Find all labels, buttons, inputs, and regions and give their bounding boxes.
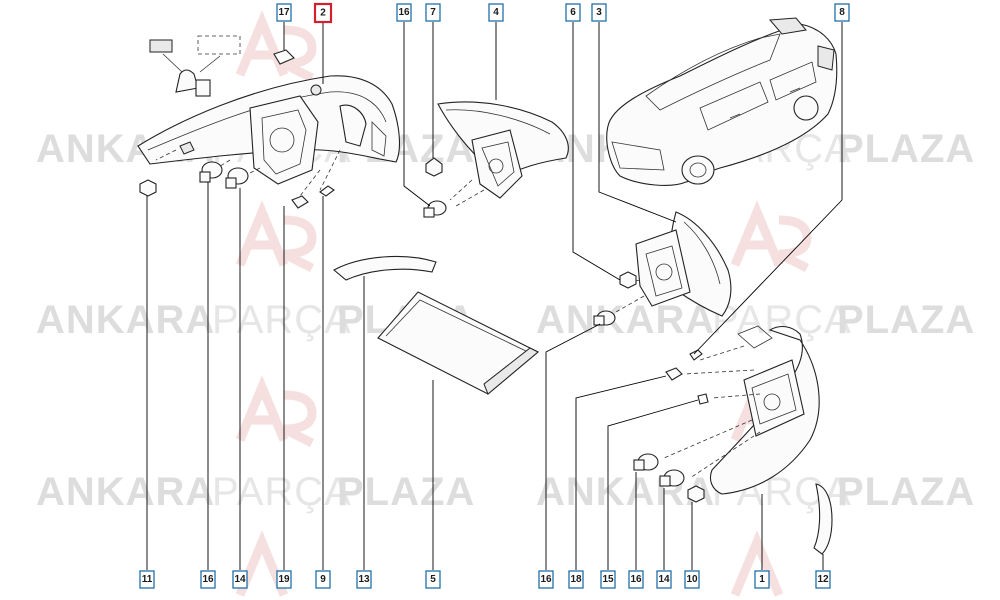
- callout-text: 16: [630, 574, 642, 585]
- reflector-13: [333, 255, 437, 281]
- callout-13[interactable]: 13: [356, 570, 372, 589]
- watermark-ankara: ANKARA: [36, 298, 215, 342]
- bulb-14-left: [225, 167, 249, 189]
- bulb-16-top: [423, 200, 447, 218]
- callout-15[interactable]: 15: [600, 570, 616, 589]
- watermark-plaza: PLAZA: [337, 470, 475, 514]
- watermark-ankara: ANKARA: [536, 470, 715, 514]
- callout-19[interactable]: 19: [276, 570, 292, 589]
- callout-text: 16: [202, 574, 214, 585]
- watermark-ankara: ANKARA: [536, 298, 715, 342]
- callout-labels: 17 2 16 7 4 6 3 8 11 16 14 19 9 13 5 16 …: [139, 2, 850, 589]
- callout-text: 2: [320, 8, 326, 19]
- car-illustration: [606, 17, 838, 186]
- callout-text: 18: [570, 574, 582, 585]
- nut-11: [139, 179, 157, 197]
- tail-light-inner-4: [437, 101, 569, 207]
- callout-text: 5: [430, 574, 436, 585]
- watermark-plaza: PLAZA: [837, 298, 975, 342]
- callout-text: 10: [686, 574, 698, 585]
- reflector-12: [813, 483, 833, 555]
- callout-text: 7: [430, 7, 436, 18]
- rear-light-outer-assembly: [137, 75, 401, 197]
- bulb-14-low: [659, 469, 685, 487]
- bulb-16-left: [199, 161, 223, 183]
- nut-10: [687, 485, 705, 503]
- rear-light-wing-3: [615, 211, 732, 317]
- callout-text: 6: [570, 7, 576, 18]
- callout-text: 19: [278, 574, 290, 585]
- clip-15: [697, 393, 709, 405]
- callout-14[interactable]: 14: [656, 570, 672, 589]
- callout-text: 4: [493, 7, 499, 18]
- callout-5[interactable]: 5: [425, 570, 441, 589]
- watermark-ankara: ANKARA: [36, 470, 215, 514]
- clip-19: [291, 195, 309, 209]
- bulb-symbol: [149, 35, 241, 97]
- callout-3[interactable]: 3: [591, 3, 607, 22]
- watermark-parca: PARÇA: [212, 298, 352, 342]
- watermark-parca: PARÇA: [212, 470, 352, 514]
- callout-7[interactable]: 7: [425, 3, 441, 22]
- callout-16[interactable]: 16: [538, 570, 554, 589]
- callout-11[interactable]: 11: [139, 570, 155, 589]
- callout-6[interactable]: 6: [565, 3, 581, 22]
- callout-12[interactable]: 12: [815, 570, 831, 589]
- callout-14[interactable]: 14: [232, 570, 248, 589]
- callout-1[interactable]: 1: [754, 570, 770, 589]
- callout-text: 16: [540, 574, 552, 585]
- leader-lines: [146, 22, 843, 570]
- brake-light-lens-5: [377, 291, 539, 395]
- clip-18: [665, 367, 683, 381]
- nut-7: [425, 157, 443, 177]
- callout-16[interactable]: 16: [396, 3, 412, 22]
- callout-17[interactable]: 17: [276, 3, 292, 22]
- nut-6: [619, 271, 637, 289]
- watermark-plaza: PLAZA: [837, 127, 975, 171]
- callout-text: 15: [602, 574, 614, 585]
- callout-16[interactable]: 16: [200, 570, 216, 589]
- callout-text: 9: [320, 574, 326, 585]
- callout-9[interactable]: 9: [315, 570, 331, 589]
- callout-10[interactable]: 10: [684, 570, 700, 589]
- callout-2-highlighted[interactable]: 2: [313, 2, 333, 24]
- callout-text: 14: [234, 574, 246, 585]
- rear-light-lower-1: [663, 325, 820, 495]
- callout-8[interactable]: 8: [834, 3, 850, 22]
- callout-18[interactable]: 18: [568, 570, 584, 589]
- watermark-text: ANKARA PARÇA PLAZA ANKARA PARÇA PLAZA AN…: [36, 127, 975, 514]
- callout-text: 1: [759, 574, 765, 585]
- screw-8: [689, 349, 703, 361]
- bulb-16-low: [633, 453, 659, 471]
- callout-text: 8: [839, 7, 845, 18]
- screw-9: [319, 185, 335, 197]
- callout-16[interactable]: 16: [628, 570, 644, 589]
- watermark-parca: PARÇA: [712, 298, 852, 342]
- callout-4[interactable]: 4: [488, 3, 504, 22]
- callout-text: 11: [142, 574, 153, 585]
- callout-text: 13: [358, 574, 370, 585]
- watermark-plaza: PLAZA: [837, 470, 975, 514]
- callout-text: 12: [817, 574, 829, 585]
- clip-17: [273, 49, 295, 65]
- callout-text: 14: [658, 574, 670, 585]
- callout-text: 17: [278, 7, 290, 18]
- callout-text: 16: [398, 7, 410, 18]
- callout-text: 3: [596, 7, 602, 18]
